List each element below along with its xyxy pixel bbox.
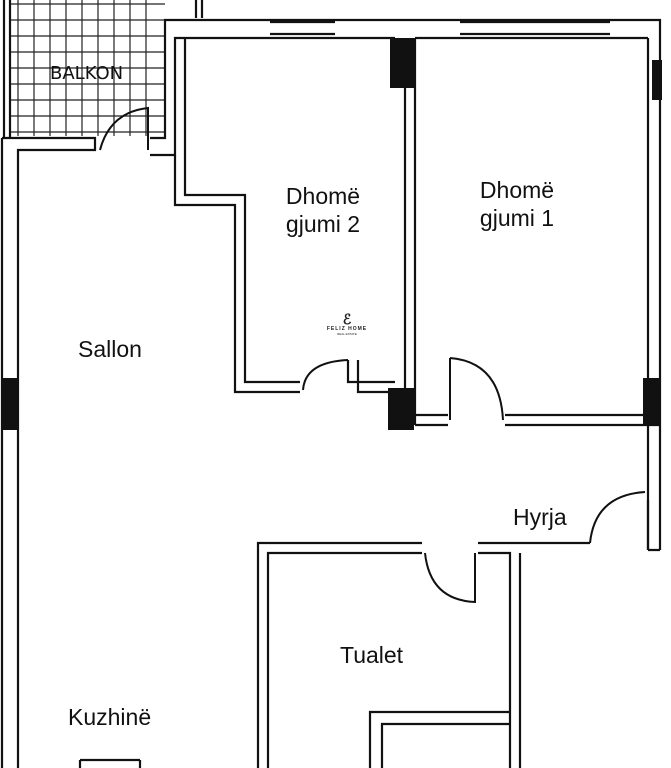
windows [270, 20, 610, 36]
watermark-name: FELIZ HOME [326, 326, 368, 332]
toilet-top-wall [256, 541, 422, 768]
entrance-door [589, 491, 646, 544]
watermark-logo: ℰ FELIZ HOME REAL ESTATE [322, 312, 372, 336]
room-label-bedroom-1: Dhomë gjumi 1 [462, 177, 572, 232]
living-top-wall [2, 136, 97, 768]
doors [99, 106, 646, 604]
room-label-entrance: Hyrja [513, 504, 567, 530]
balcony-right-wall [194, 0, 204, 18]
room-label-line: gjumi 2 [285, 210, 361, 237]
bedroom1-door [449, 357, 504, 421]
room-label-line: Dhomë [285, 183, 361, 209]
balcony-left-wall [2, 0, 12, 138]
bedroom1-bottom-wall-left [415, 413, 448, 427]
balcony-door [99, 106, 149, 151]
toilet-door [424, 552, 476, 604]
bedroom-divider-wall [403, 38, 417, 425]
room-label-toilet: Tualet [340, 642, 404, 668]
room-label-line: Dhomë [479, 177, 555, 203]
outer-top-wall [150, 18, 662, 550]
logo-mark-icon: ℰ [342, 311, 352, 327]
toilet-right-wall [478, 541, 590, 768]
bedroom2-top-wall [150, 36, 395, 157]
bedroom2-door [302, 359, 349, 391]
watermark-tagline: REAL ESTATE [337, 332, 357, 336]
toilet-bottom-wall [368, 710, 510, 768]
bedroom2-bottom-wall [346, 360, 395, 394]
kitchen-window [78, 758, 142, 768]
bedroom1-bottom-wall-right [505, 413, 660, 427]
room-label-kitchen: Kuzhinë [68, 704, 152, 730]
columns [2, 38, 662, 430]
room-label-balcony: BALKON [50, 63, 124, 84]
room-label-line: gjumi 1 [479, 204, 555, 231]
bedroom2-left-wall [173, 155, 300, 394]
room-label-living: Sallon [78, 336, 142, 362]
room-label-bedroom-2: Dhomë gjumi 2 [268, 183, 378, 238]
balcony-tiles [10, 0, 165, 136]
